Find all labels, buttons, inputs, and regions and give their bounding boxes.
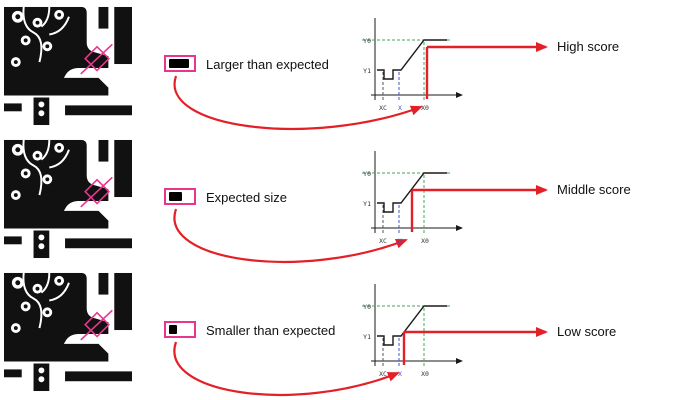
score-function-curve: [377, 172, 447, 213]
size-label: Larger than expected: [206, 57, 329, 72]
figure-row-smaller: Smaller than expected Y0 Y1 XC X X0 Low …: [0, 266, 680, 400]
score-graph: Y0 Y1 XC X X0: [362, 151, 463, 245]
score-graph: Y0 Y1 XC X X0: [362, 284, 463, 378]
tick-xc: XC: [379, 237, 387, 245]
tick-y0: Y0: [363, 170, 371, 178]
tick-x0: X0: [421, 104, 429, 112]
curved-arrow: [173, 208, 408, 263]
tick-x0: X0: [421, 237, 429, 245]
defect-blob: [169, 325, 177, 334]
x-axis-arrow-icon: [456, 225, 463, 231]
pcb-image: [4, 272, 132, 392]
tick-y1: Y1: [363, 333, 371, 341]
tick-xc: XC: [379, 104, 387, 112]
defect-blob: [169, 59, 189, 68]
size-label: Smaller than expected: [206, 323, 336, 338]
tick-y1: Y1: [363, 67, 371, 75]
tick-x: X: [398, 104, 402, 112]
tick-y0: Y0: [363, 37, 371, 45]
score-function-curve: [377, 39, 447, 80]
figure-row-larger: Larger than expected Y0 Y1 XC X X0 High …: [0, 0, 680, 133]
x-axis-arrow-icon: [456, 358, 463, 364]
pcb-image: [4, 6, 132, 126]
score-label: Middle score: [557, 182, 631, 197]
tick-x0: X0: [421, 370, 429, 378]
defect-marker: [164, 188, 196, 205]
curved-arrow: [173, 75, 423, 131]
tick-x: X: [398, 237, 402, 245]
score-label: Low score: [557, 324, 616, 339]
score-label: High score: [557, 39, 619, 54]
defect-marker: [164, 321, 196, 338]
tick-y0: Y0: [363, 303, 371, 311]
tick-y1: Y1: [363, 200, 371, 208]
score-graph: Y0 Y1 XC X X0: [362, 18, 463, 112]
defect-marker: [164, 55, 196, 72]
x-axis-arrow-icon: [456, 92, 463, 98]
pcb-image: [4, 139, 132, 259]
score-function-curve: [377, 305, 447, 346]
figure-row-expected: Expected size Y0 Y1 XC X X0 Middle score: [0, 133, 680, 266]
curved-arrow: [173, 341, 400, 396]
tick-x: X: [398, 370, 402, 378]
tick-xc: XC: [379, 370, 387, 378]
size-label: Expected size: [206, 190, 287, 205]
defect-blob: [169, 192, 182, 201]
